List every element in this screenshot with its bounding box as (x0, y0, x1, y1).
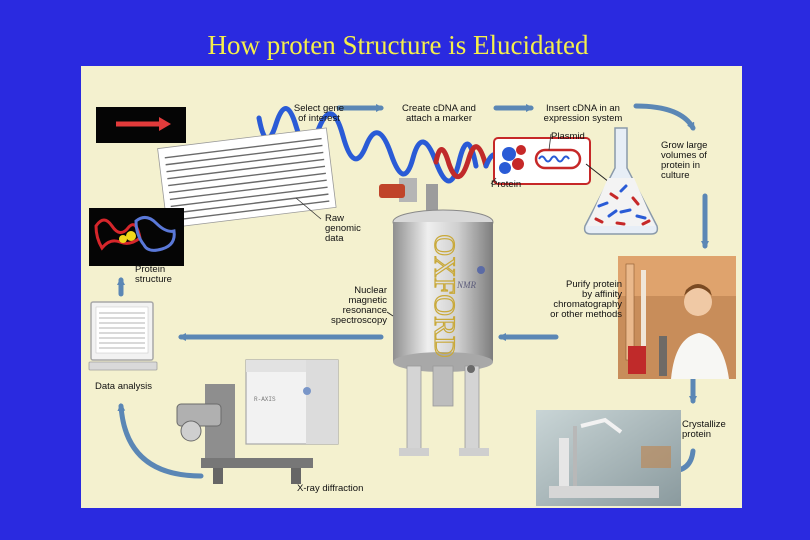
arrow-insert-to-grow (636, 106, 693, 128)
label-insert-cdna: Insert cDNA in an expression system (528, 104, 638, 124)
nmr-spectrometer: OXFORD NMR (379, 178, 493, 456)
magnet-brand-label: OXFORD (428, 234, 461, 357)
culture-flask (585, 128, 658, 234)
magnet-badge-label: NMR (456, 280, 477, 290)
label-purify: Purify protein by affinity chromatograph… (541, 280, 622, 320)
protein-structure-workflow-diagram: OXFORD NMR (81, 66, 742, 508)
label-xray: X-ray diffraction (297, 484, 363, 494)
slide-title: How proten Structure is Elucidated (0, 30, 796, 61)
purification-photo (618, 256, 736, 379)
computer (89, 302, 157, 370)
label-plasmid: Plasmid (551, 132, 585, 142)
label-nmr: Nuclear magnetic resonance spectroscopy (297, 286, 387, 326)
xray-diffractometer: R-AXIS (177, 360, 338, 484)
nmr-label-leader (387, 312, 393, 316)
crystallization-photo (536, 410, 681, 506)
protein-structure-image (89, 208, 184, 266)
label-protein: Protein (491, 180, 521, 190)
label-raw-genomic-data: Raw genomic data (325, 214, 361, 244)
gene-marker-box (96, 107, 186, 143)
diagram-graphics: OXFORD NMR (81, 66, 742, 508)
label-create-cdna: Create cDNA and attach a marker (384, 104, 494, 124)
label-protein-structure: Protein structure (135, 265, 172, 285)
label-data-analysis: Data analysis (95, 382, 152, 392)
label-crystallize: Crystallize protein (682, 420, 726, 440)
label-grow: Grow large volumes of protein in culture (661, 141, 736, 181)
label-select-gene: Select gene of interest (277, 104, 361, 124)
diffractometer-brand-label: R-AXIS (254, 396, 276, 403)
